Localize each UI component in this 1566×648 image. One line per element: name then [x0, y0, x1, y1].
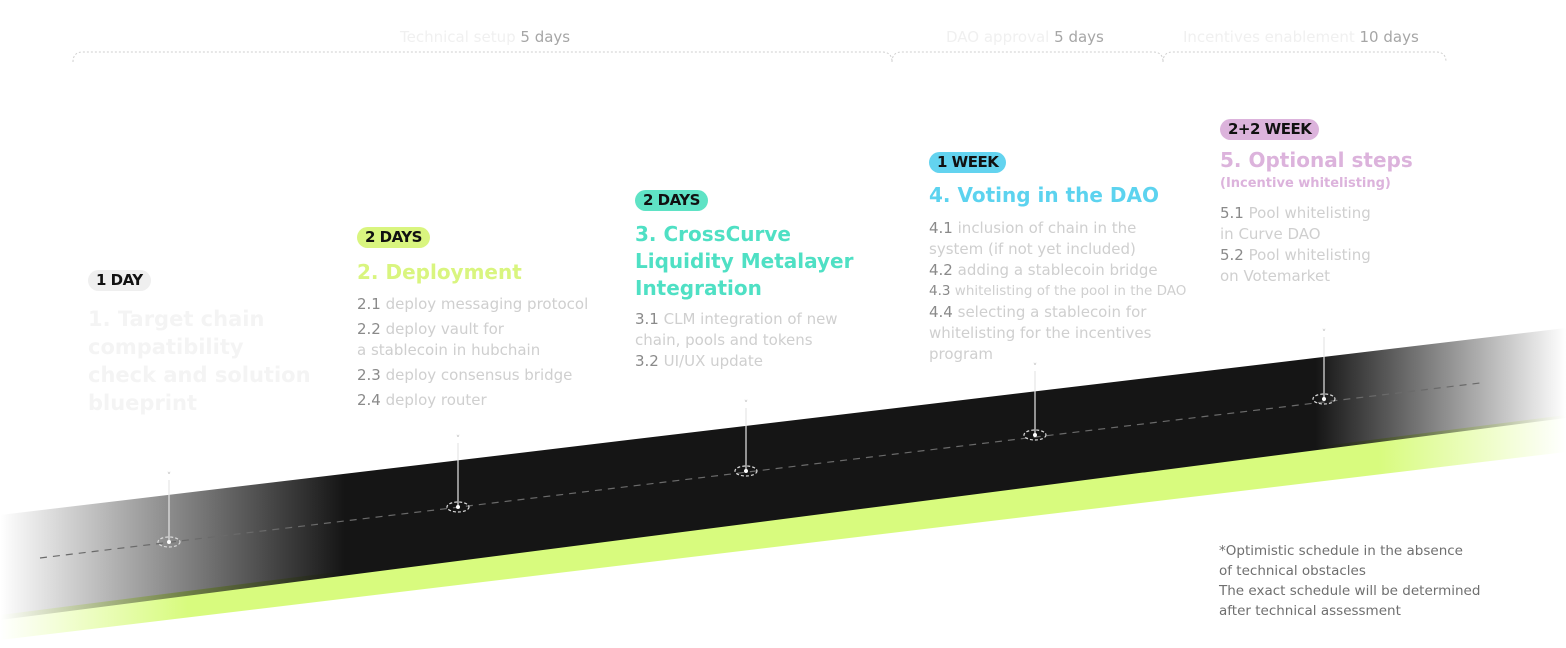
phase-label-dao-approval: DAO approval 5 days	[946, 28, 1104, 46]
step-item: 4.2 adding a stablecoin bridge	[929, 261, 1158, 279]
svg-text:˅: ˅	[167, 472, 172, 482]
svg-text:˅: ˅	[456, 435, 461, 445]
duration-badge-1: 1 DAY	[88, 270, 151, 291]
svg-text:˅: ˅	[1322, 329, 1327, 339]
step-item: 4.1 inclusion of chain in the	[929, 219, 1137, 237]
milestone-marker-4: ˅	[1023, 363, 1047, 441]
milestone-title-3: 3. CrossCurve Liquidity Metalayer Integr…	[635, 222, 854, 300]
step-item: 3.1 CLM integration of new	[635, 310, 838, 328]
milestone-marker-5: ˅	[1312, 329, 1336, 405]
milestone-marker-2: ˅	[446, 435, 470, 513]
svg-text:˅: ˅	[744, 400, 749, 410]
band-edge	[0, 415, 1566, 640]
duration-badge-5: 2+2 WEEK	[1220, 119, 1320, 140]
duration-badge-4: 1 WEEK	[929, 152, 1007, 173]
step-item: 3.2 UI/UX update	[635, 352, 763, 370]
phase-name: DAO approval	[946, 28, 1050, 46]
step-item: 4.3 whitelisting of the pool in the DAO	[929, 283, 1187, 299]
milestone-title-4: 4. Voting in the DAO	[929, 183, 1159, 207]
bracket-dao-approval	[891, 51, 1164, 63]
milestone-marker-1: ˅	[157, 472, 181, 548]
step-item: 2.2 deploy vault for	[357, 320, 504, 338]
phase-label-technical-setup: Technical setup 5 days	[400, 28, 570, 46]
milestone-title-1: 1. Target chain compatibility check and …	[88, 307, 311, 415]
step-item: 5.1 Pool whitelisting	[1220, 204, 1371, 222]
phase-duration: 5 days	[520, 28, 571, 46]
duration-badge-3: 2 DAYS	[635, 190, 708, 211]
step-item: 2.4 deploy router	[357, 391, 487, 409]
step-item: 5.2 Pool whitelisting	[1220, 246, 1371, 264]
duration-badge-2: 2 DAYS	[357, 227, 430, 248]
milestone-steps-4: 4.1 inclusion of chain in the system (if…	[929, 219, 1187, 363]
step-item: 2.3 deploy consensus bridge	[357, 366, 573, 384]
milestone-steps-3: 3.1 CLM integration of new chain, pools …	[635, 310, 838, 370]
milestone-steps-5: 5.1 Pool whitelisting in Curve DAO 5.2 P…	[1220, 204, 1371, 285]
timeline-band	[0, 328, 1566, 620]
phase-brackets	[72, 51, 1447, 63]
milestone-title-5: 5. Optional steps	[1220, 148, 1413, 172]
bracket-incentives	[1162, 51, 1447, 63]
phase-duration: 5 days	[1054, 28, 1104, 46]
schedule-footnote: *Optimistic schedule in the absence of t…	[1219, 543, 1481, 619]
phase-name: Technical setup	[400, 28, 516, 46]
milestone-marker-3: ˅	[734, 400, 758, 477]
milestone-title-2: 2. Deployment	[357, 260, 522, 284]
step-item: 4.4 selecting a stablecoin for	[929, 303, 1147, 321]
svg-text:˅: ˅	[1033, 363, 1038, 373]
bracket-technical-setup	[72, 51, 893, 63]
milestone-steps-2: 2.1 deploy messaging protocol 2.2 deploy…	[357, 295, 589, 409]
phase-duration: 10 days	[1359, 28, 1419, 46]
phase-label-incentives: Incentives enablement 10 days	[1183, 28, 1419, 46]
milestone-subtitle-5: (Incentive whitelisting)	[1220, 176, 1391, 191]
phase-name: Incentives enablement	[1183, 28, 1355, 46]
step-item: 2.1 deploy messaging protocol	[357, 295, 589, 313]
